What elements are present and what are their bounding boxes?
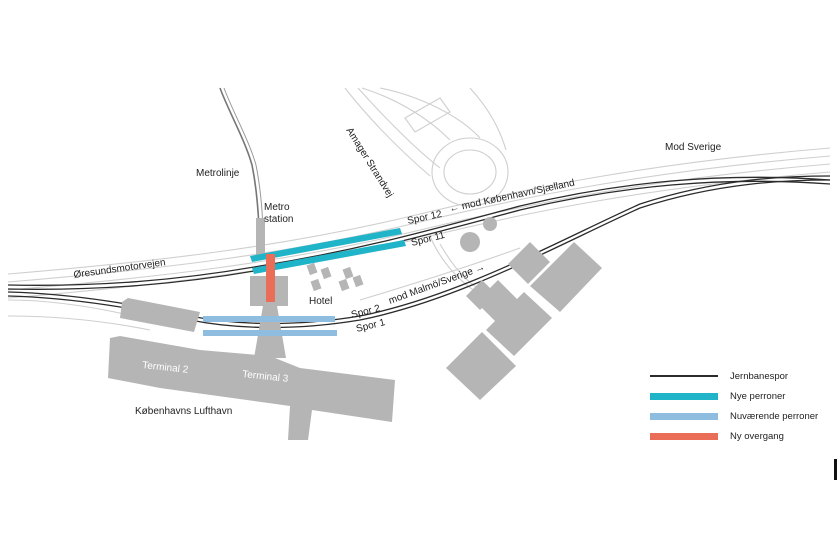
label-mod-sverige: Mod Sverige [665,142,722,153]
current-platforms [203,316,337,336]
edge-marker [834,459,837,480]
label-terminal3: Terminal 3 [242,369,289,385]
new-platforms [250,228,406,274]
spor11-platform [252,240,406,274]
legend-item-nuvaerende-perroner: Nuværende perroner [650,406,835,426]
legend-item-nye-perroner: Nye perroner [650,386,835,406]
spor1-platform [203,330,337,336]
hotel-block-5 [338,278,350,292]
label-oresundsmotorvejen: Øresundsmotorvejen [73,257,166,281]
label-metrolinje: Metrolinje [196,168,240,179]
legend-swatch-track [650,375,718,377]
terminal-connector [254,300,286,358]
metro-line [219,87,260,229]
label-metro-station-1: Metro [264,202,290,213]
hotel-block-1 [306,262,318,276]
parking-building [120,298,200,332]
spor12-platform [250,228,402,262]
round-building-large [460,232,480,252]
round-building-small [483,217,497,231]
terminal-building [108,336,395,440]
label-kobenhavns-lufthavn: Københavns Lufthavn [135,406,232,417]
block-right-2 [530,242,602,312]
label-spor12: Spor 12 [406,209,443,227]
label-terminal2: Terminal 2 [142,360,189,376]
legend-item-jernbanespor: Jernbanespor [650,366,835,386]
legend-item-ny-overgang: Ny overgang [650,426,835,446]
legend-label: Nye perroner [730,390,786,402]
block-right-5 [486,292,552,356]
spor2-platform [203,316,335,322]
label-metro-station-2: station [264,214,293,225]
hotel-block-2 [320,266,332,280]
label-hotel: Hotel [309,296,332,307]
hotel-block-6 [352,274,364,288]
block-right-3 [466,280,496,310]
legend-label: Ny overgang [730,430,784,442]
block-right-6 [446,332,516,400]
legend-label: Jernbanespor [730,370,789,382]
new-crossing [266,254,275,302]
legend-swatch-new-platforms [650,392,718,400]
legend-label: Nuværende perroner [730,410,819,422]
hotel-block-3 [310,278,322,292]
legend-swatch-current-platforms [650,412,718,420]
hotel-block-4 [342,266,354,280]
legend-swatch-new-crossing [650,432,718,440]
metro-station-block [256,218,265,258]
block-right-1 [508,242,550,284]
metro-line-inner [223,87,264,229]
buildings [108,217,602,440]
map-legend: Jernbanespor Nye perroner Nuværende perr… [650,366,835,446]
